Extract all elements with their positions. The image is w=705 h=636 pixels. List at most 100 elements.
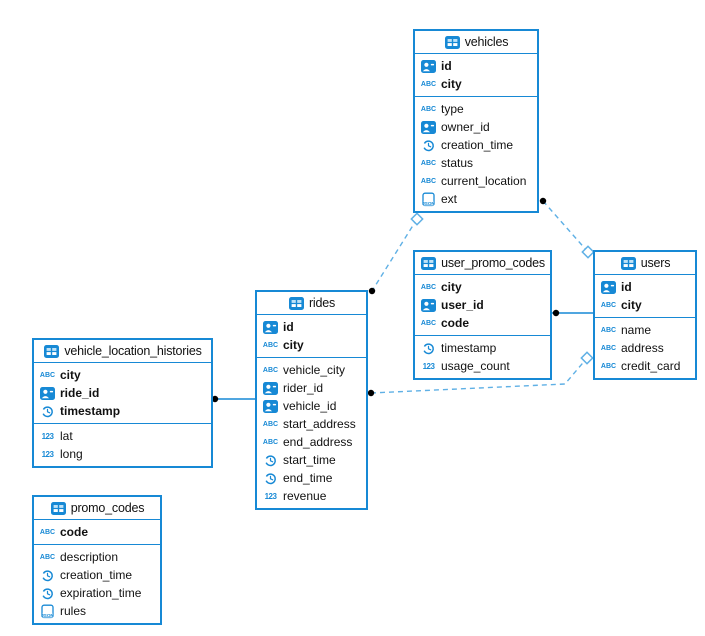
column-name: description: [60, 550, 119, 564]
number-type-glyph: 123: [422, 361, 435, 371]
number-type-icon: 123: [39, 432, 56, 441]
table-header[interactable]: users: [595, 252, 695, 275]
column-name: current_location: [441, 174, 527, 188]
column-type[interactable]: ABC type: [415, 100, 537, 118]
relationship-vehicle_location_histories-rides[interactable]: [211, 395, 255, 403]
column-name: id: [621, 280, 632, 294]
string-type-glyph: ABC: [420, 283, 437, 291]
table-title: vehicles: [464, 35, 509, 49]
column-owner_id[interactable]: owner_id: [415, 118, 537, 136]
table-icon: [420, 256, 437, 270]
string-type-icon: ABC: [420, 178, 437, 185]
relationship-dot-marker: [539, 197, 547, 205]
table-header[interactable]: promo_codes: [34, 497, 160, 520]
relationship-user_promo_codes-users[interactable]: [552, 309, 593, 317]
string-type-glyph: ABC: [39, 371, 56, 379]
column-timestamp[interactable]: timestamp: [415, 339, 550, 357]
column-creation_time[interactable]: creation_time: [34, 566, 160, 584]
column-current_location[interactable]: ABC current_location: [415, 172, 537, 190]
table-header[interactable]: vehicle_location_histories: [34, 340, 211, 363]
column-name: type: [441, 102, 464, 116]
relationship-vehicles-users[interactable]: [539, 197, 595, 259]
column-creation_time[interactable]: creation_time: [415, 136, 537, 154]
column-name: user_id: [441, 298, 484, 312]
person-id-icon: [420, 298, 437, 312]
table-header[interactable]: vehicles: [415, 31, 537, 54]
relationship-line: [542, 200, 589, 253]
table-header[interactable]: user_promo_codes: [415, 252, 550, 275]
relationship-dot-marker: [368, 287, 376, 295]
column-description[interactable]: ABC description: [34, 548, 160, 566]
column-name: start_address: [283, 417, 356, 431]
column-name: code: [60, 525, 89, 539]
column-id[interactable]: id: [257, 318, 366, 336]
relationship-vehicles-rides[interactable]: [368, 212, 424, 295]
column-id[interactable]: id: [415, 57, 537, 75]
string-type-icon: ABC: [420, 81, 437, 88]
column-rider_id[interactable]: rider_id: [257, 379, 366, 397]
column-id[interactable]: id: [595, 278, 695, 296]
column-name: ride_id: [60, 386, 100, 400]
column-vehicle_id[interactable]: vehicle_id: [257, 397, 366, 415]
column-user_id[interactable]: user_id: [415, 296, 550, 314]
string-type-glyph: ABC: [420, 159, 437, 167]
string-type-glyph: ABC: [600, 326, 617, 334]
table-header[interactable]: rides: [257, 292, 366, 315]
person-id-icon: [262, 399, 279, 413]
column-expiration_time[interactable]: expiration_time: [34, 584, 160, 602]
column-code[interactable]: ABC code: [34, 523, 160, 541]
table-icon: [43, 344, 60, 358]
table-title: user_promo_codes: [441, 256, 545, 270]
table-title: promo_codes: [70, 501, 145, 515]
timestamp-type-icon: [262, 454, 279, 467]
string-type-glyph: ABC: [39, 553, 56, 561]
column-name: timestamp: [60, 404, 121, 418]
column-name: long: [60, 447, 83, 461]
column-timestamp[interactable]: timestamp: [34, 402, 211, 420]
string-type-icon: ABC: [262, 367, 279, 374]
column-name: creation_time: [441, 138, 514, 152]
string-type-icon: ABC: [600, 363, 617, 370]
column-end_time[interactable]: end_time: [257, 469, 366, 487]
primary-key-section: ABC code: [34, 520, 160, 544]
relationship-rides-users[interactable]: [367, 351, 594, 397]
column-start_time[interactable]: start_time: [257, 451, 366, 469]
column-name: city: [283, 338, 304, 352]
string-type-glyph: ABC: [420, 177, 437, 185]
string-type-icon: ABC: [420, 106, 437, 113]
string-type-icon: ABC: [39, 529, 56, 536]
column-ride_id[interactable]: ride_id: [34, 384, 211, 402]
